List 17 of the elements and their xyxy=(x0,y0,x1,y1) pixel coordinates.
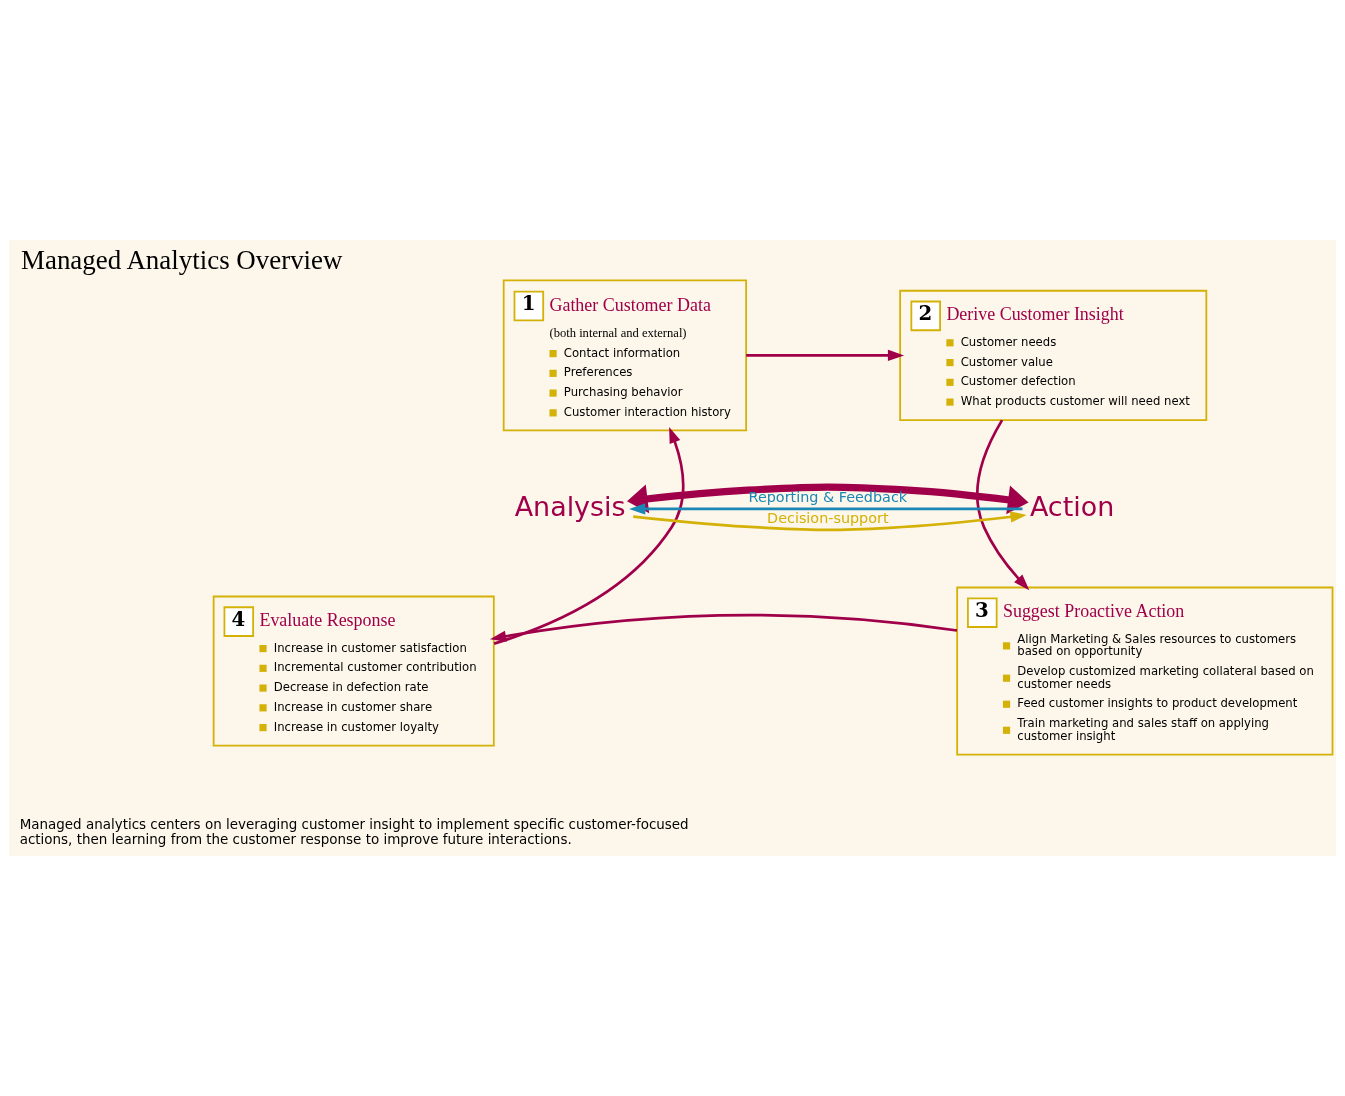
node-box: 1 Gather Customer Data (both internal and external) Contact information Preferences Purchasing behavior Customer interaction history xyxy=(502,279,748,432)
arrow xyxy=(627,483,1029,515)
node-text: Analysis xyxy=(514,490,626,522)
node-box: 4 Evaluate Response Increase in customer satisfaction Incremental customer contribution Decrease in defection rate Increase in customer share Increase in customer loyalty xyxy=(212,595,495,747)
label: Managed analytics centers on leveraging customer insight to implement specific customer-focused actions, then learning from the customer response to improve future interactions. xyxy=(19,817,689,848)
arrow xyxy=(493,426,685,645)
arrow xyxy=(976,419,1030,591)
arrow xyxy=(629,503,1023,515)
diagram-title: Managed Analytics Overview xyxy=(21,244,343,275)
node-box: 3 Suggest Proactive Action Align Marketing & Sales resources to customers based on opportunity Develop customized marketing collateral based on customer needs Feed customer insights to product development Train marketing and sales staff on applying customer insight xyxy=(956,586,1334,756)
node-text: Action xyxy=(1029,490,1115,522)
arrow xyxy=(746,349,905,362)
arrow xyxy=(633,511,1027,532)
arrow xyxy=(489,613,958,642)
node-box: 2 Derive Customer Insight Customer needs Customer value Customer defection What products customer will need next xyxy=(899,289,1208,421)
edge-label: Decision-support xyxy=(767,510,889,527)
edge-label: Reporting & Feedback xyxy=(748,488,908,505)
